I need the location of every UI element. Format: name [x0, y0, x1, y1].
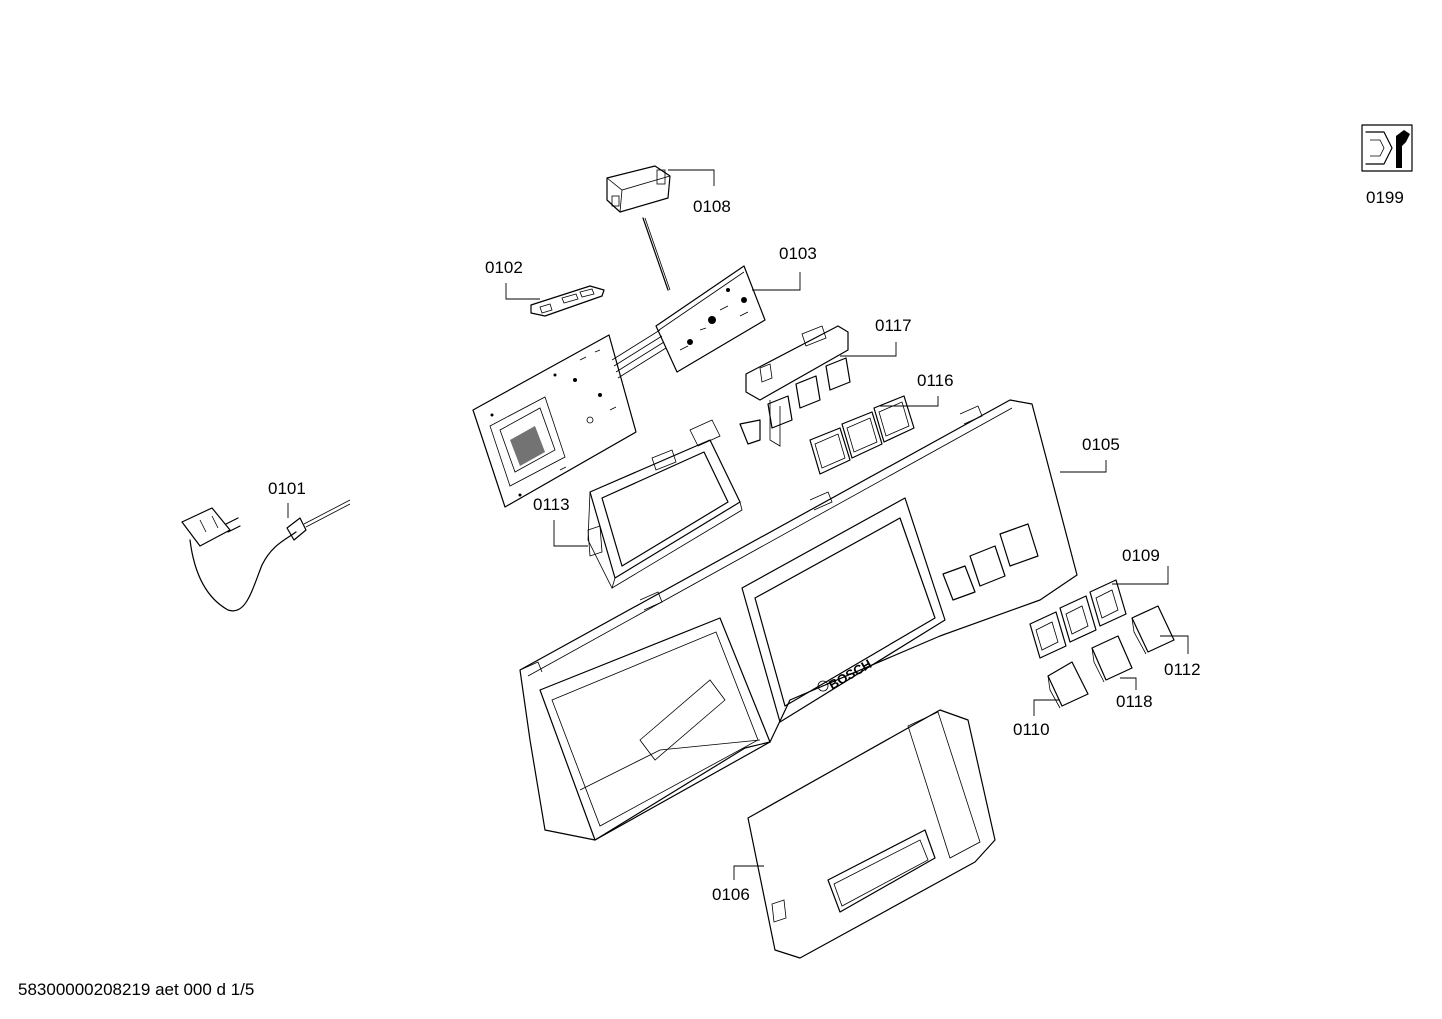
label-0105: 0105	[1082, 435, 1120, 454]
part-labels: 0108 0102 0103 0117 0116 0105 0109 0112 …	[268, 188, 1404, 904]
label-0116: 0116	[917, 371, 954, 390]
part-0116-button-frames	[809, 395, 915, 475]
label-0103: 0103	[779, 244, 817, 263]
main-pcb	[472, 329, 667, 508]
part-0113-display-frame	[587, 419, 743, 590]
wrench-service-icon	[1361, 124, 1413, 172]
part-0108-module	[606, 165, 671, 291]
label-0108: 0108	[693, 197, 731, 216]
document-reference: 58300000208219 aet 000 d 1/5	[18, 980, 255, 999]
part-0102-bracket	[530, 285, 605, 317]
label-0117: 0117	[875, 316, 912, 335]
label-0112: 0112	[1164, 660, 1201, 679]
label-0106: 0106	[712, 885, 750, 904]
part-0101-power-cord	[181, 499, 351, 612]
leader-lines	[287, 169, 1189, 880]
part-0106-drawer-front	[747, 709, 996, 959]
part-0105-control-panel: BOSCH	[519, 399, 1078, 841]
label-0110: 0110	[1013, 720, 1050, 739]
label-0199: 0199	[1366, 188, 1404, 207]
part-0103-pcb	[655, 265, 766, 373]
part-0118-button	[1091, 635, 1133, 683]
label-0101: 0101	[268, 479, 306, 498]
part-0110-button	[1047, 661, 1089, 709]
label-0118: 0118	[1116, 692, 1153, 711]
part-0117-button-carrier	[739, 325, 851, 447]
part-0112-button	[1131, 605, 1175, 655]
label-0109: 0109	[1122, 546, 1160, 565]
brand-logo-text: BOSCH	[826, 656, 874, 692]
label-0102: 0102	[485, 258, 523, 277]
label-0113: 0113	[533, 495, 570, 514]
part-0109-button-holders	[1029, 579, 1127, 659]
